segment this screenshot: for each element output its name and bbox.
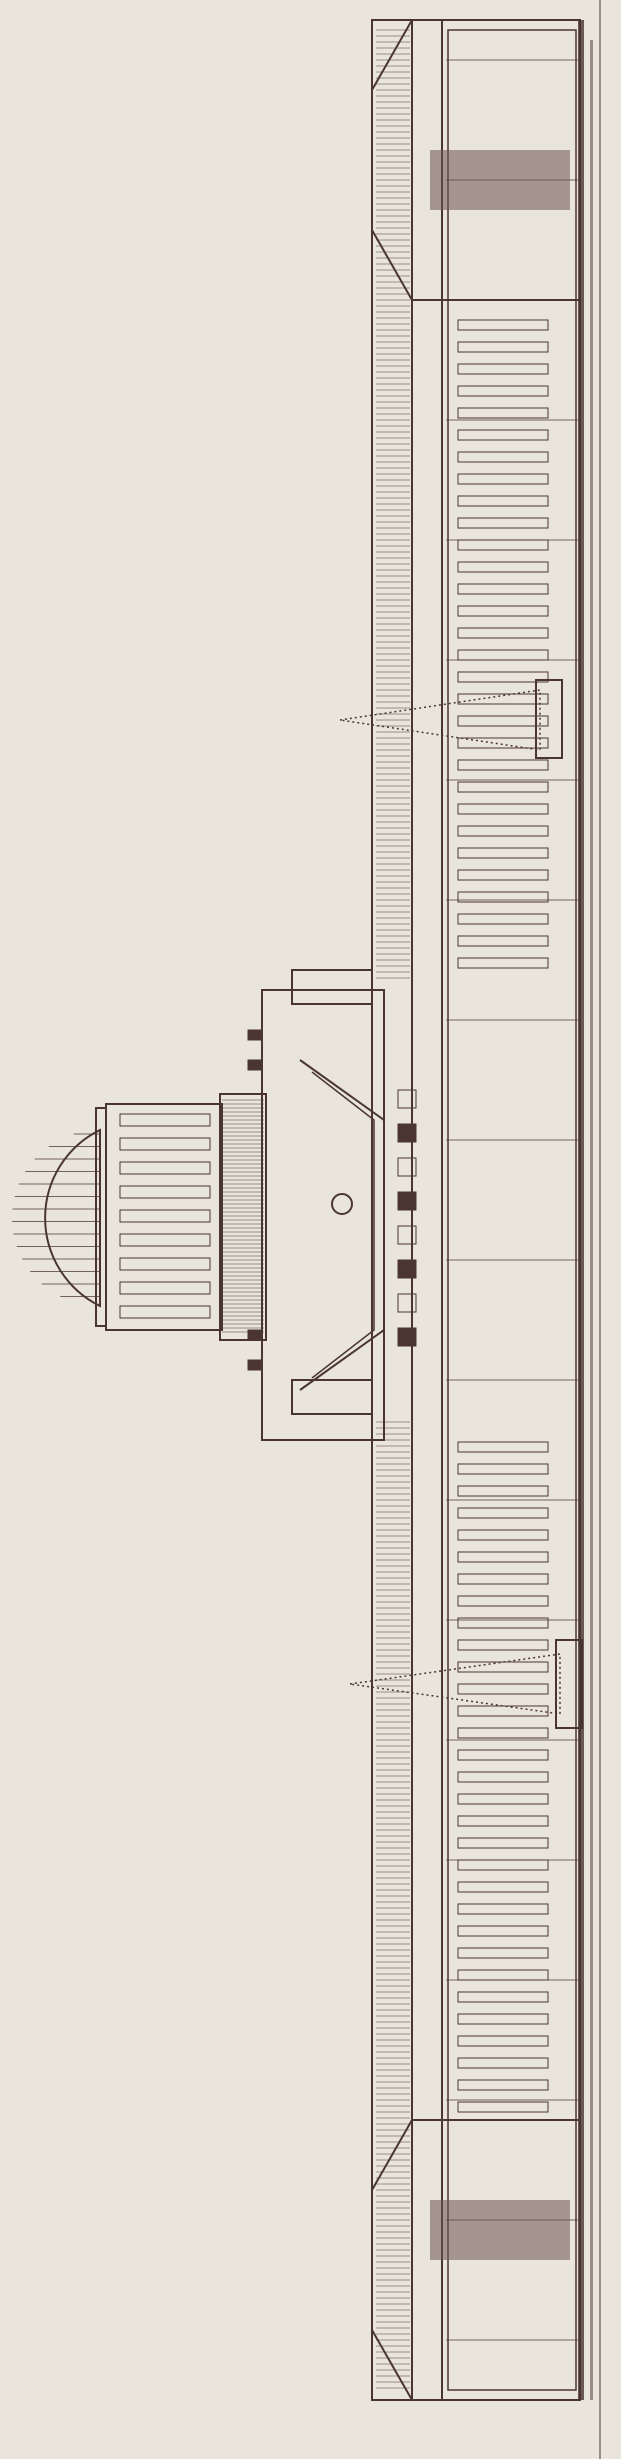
drum-column [119, 1257, 211, 1271]
column [457, 1903, 549, 1915]
column [457, 1925, 549, 1937]
column [457, 1815, 549, 1827]
column [457, 957, 549, 969]
column [457, 671, 549, 683]
column [457, 561, 549, 573]
column [457, 1441, 549, 1453]
drum-column [119, 1161, 211, 1175]
column [457, 451, 549, 463]
drum-column [119, 1113, 211, 1127]
column [457, 825, 549, 837]
statue [247, 1029, 263, 1041]
column [457, 1573, 549, 1585]
column [457, 1727, 549, 1739]
column [457, 1793, 549, 1805]
central-pavilion [247, 969, 417, 1441]
column [457, 1991, 549, 2003]
column [457, 1859, 549, 1871]
ornament-window [397, 1225, 417, 1245]
column [457, 2079, 549, 2091]
column [457, 385, 549, 397]
column [457, 1947, 549, 1959]
column [457, 495, 549, 507]
drum-column [119, 1233, 211, 1247]
ornament-window [397, 1157, 417, 1177]
ornament-window [397, 1089, 417, 1109]
end-pavilion-top [371, 19, 581, 301]
column [457, 341, 549, 353]
column [457, 715, 549, 727]
column [457, 517, 549, 529]
column [457, 1617, 549, 1629]
column [457, 473, 549, 485]
drum-column [119, 1185, 211, 1199]
column [457, 693, 549, 705]
column [457, 1837, 549, 1849]
column [457, 737, 549, 749]
column [457, 583, 549, 595]
column [457, 869, 549, 881]
column [457, 605, 549, 617]
ornament-window [397, 1293, 417, 1313]
ornament-window [397, 1327, 417, 1347]
column [457, 803, 549, 815]
column [457, 1749, 549, 1761]
column [457, 407, 549, 419]
column [457, 1881, 549, 1893]
ornament-window [397, 1259, 417, 1279]
drum-column [119, 1137, 211, 1151]
column [457, 429, 549, 441]
dome [12, 1107, 107, 1327]
statue [247, 1359, 263, 1371]
statue [247, 1059, 263, 1071]
plinth [578, 0, 601, 2459]
column [457, 627, 549, 639]
column [457, 1463, 549, 1475]
column [457, 891, 549, 903]
column [457, 913, 549, 925]
column [457, 935, 549, 947]
column [457, 1771, 549, 1783]
column [457, 2013, 549, 2025]
column [457, 1529, 549, 1541]
ornament-window [397, 1191, 417, 1211]
fountain-upper [339, 679, 563, 759]
column [457, 1969, 549, 1981]
column [457, 649, 549, 661]
column [457, 1485, 549, 1497]
column [457, 2057, 549, 2069]
ornament-window [397, 1123, 417, 1143]
column [457, 539, 549, 551]
column [457, 847, 549, 859]
drum [105, 1093, 267, 1341]
column [457, 1507, 549, 1519]
column [457, 759, 549, 771]
column [457, 1661, 549, 1673]
column [457, 2035, 549, 2047]
column [457, 319, 549, 331]
column [457, 1595, 549, 1607]
drum-column [119, 1305, 211, 1319]
column [457, 781, 549, 793]
column [457, 1683, 549, 1695]
column [457, 1551, 549, 1563]
column [457, 2101, 549, 2113]
statue [247, 1329, 263, 1341]
column [457, 1639, 549, 1651]
drum-column [119, 1281, 211, 1295]
drum-column [119, 1209, 211, 1223]
column [457, 1705, 549, 1717]
column [457, 363, 549, 375]
